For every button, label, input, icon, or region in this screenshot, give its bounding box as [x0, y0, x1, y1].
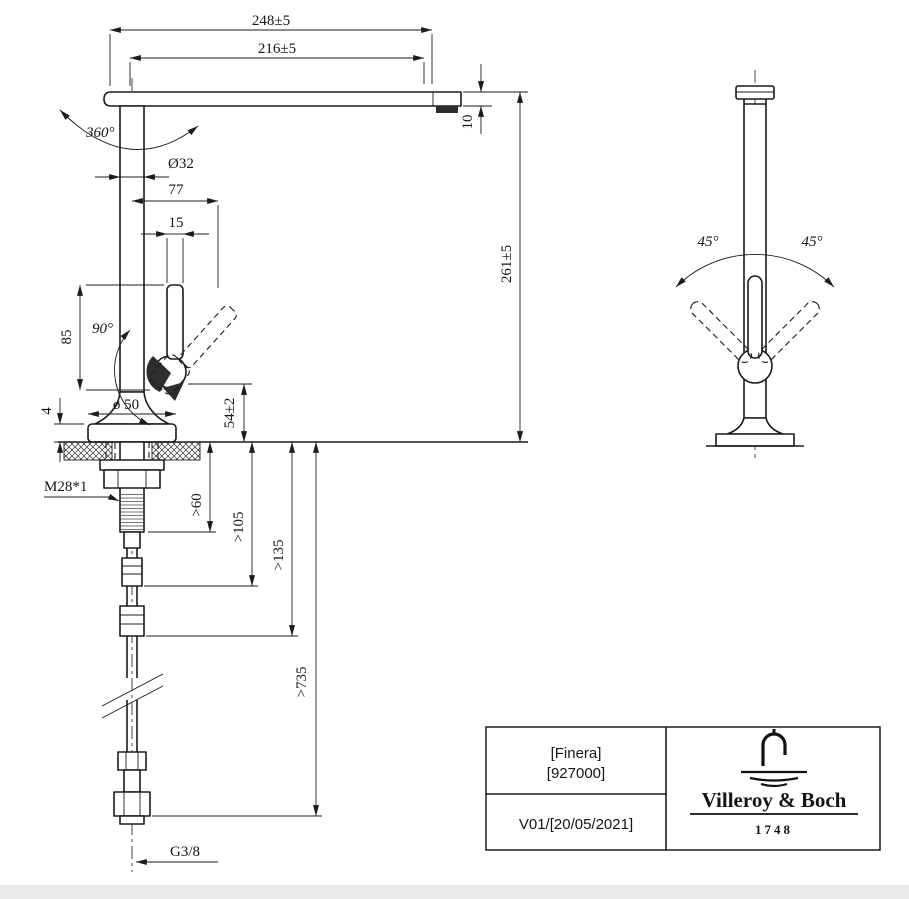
- washer: [99, 459, 165, 471]
- dim-handle-width-label: 15: [169, 215, 184, 231]
- base-plate-side: [715, 433, 795, 447]
- base-cone-side: [726, 417, 784, 435]
- handle-alt-position: [150, 305, 237, 395]
- dim-min-clearance-2-label: >105: [231, 512, 247, 543]
- revision-date: V01/[20/05/2021]: [519, 816, 633, 833]
- swivel-arc: [59, 109, 199, 150]
- dim-min-clearance-1-label: >60: [189, 493, 205, 516]
- dim-total-height-label: 261±5: [499, 245, 515, 283]
- mounting-hardware: [99, 441, 165, 533]
- spout: [103, 91, 462, 113]
- hose-coupling: [119, 605, 145, 637]
- break-symbol: [101, 685, 164, 719]
- dim-min-clearance-3-label: >135: [271, 540, 287, 571]
- dim-outlet-height-label: 54±2: [222, 398, 238, 429]
- title-block: [Finera] [927000] V01/[20/05/2021] Ville…: [485, 726, 881, 851]
- handle-lever-side: [747, 275, 763, 359]
- hose-nut: [117, 751, 147, 771]
- handle: [146, 284, 237, 401]
- product-name: [Finera]: [551, 745, 602, 762]
- dim-base-diameter-label: ø 50: [113, 397, 139, 413]
- dim-handle-offset-label: 77: [169, 182, 185, 198]
- handle-angle-arc: [114, 329, 151, 426]
- brand-year: 1748: [755, 822, 793, 837]
- mounting-stud: [148, 441, 159, 477]
- handle-swing-right: [758, 301, 820, 363]
- dim-mounting-thread-label: M28*1: [44, 479, 87, 495]
- dim-handle-length-label: 85: [59, 330, 75, 345]
- dim-swivel-angle-label: 360°: [85, 125, 115, 141]
- dim-hose-length-label: >735: [294, 667, 310, 698]
- spout-end-view: [735, 85, 775, 100]
- dim-spout-reach-label: 216±5: [258, 41, 296, 57]
- brand-name: Villeroy & Boch: [702, 788, 847, 812]
- g38-nut: [113, 791, 151, 817]
- dim-swing-left-label: 45°: [698, 234, 719, 250]
- mounting-nut: [103, 469, 161, 489]
- dimensions: 248±5 216±5 360° Ø32 77 15: [39, 13, 528, 866]
- dim-handle-angle-label: 90°: [92, 321, 113, 337]
- swing-arc: [675, 253, 835, 288]
- hose-coupling: [121, 557, 143, 587]
- side-view-drawing: 45° 45°: [675, 70, 835, 458]
- break-symbol: [101, 673, 164, 707]
- dim-overall-reach-label: 248±5: [252, 13, 290, 29]
- handle-swing-left: [690, 301, 752, 363]
- dim-body-diameter-label: Ø32: [168, 156, 194, 172]
- faucet-ripples-icon: [741, 729, 807, 788]
- footer-bar: [0, 885, 909, 899]
- mounting-stud: [105, 441, 116, 477]
- dim-swing-right-label: 45°: [802, 234, 823, 250]
- dim-base-plate-height-label: 4: [39, 407, 55, 415]
- title-block-border: [485, 726, 881, 851]
- dim-spout-thickness-label: 10: [460, 115, 476, 130]
- aerator: [436, 106, 458, 113]
- supply-hoses: [101, 531, 164, 825]
- dim-connection-thread-label: G3/8: [170, 844, 200, 860]
- product-code: [927000]: [547, 765, 605, 782]
- main-view-drawing: 248±5 216±5 360° Ø32 77 15: [39, 13, 528, 872]
- handle-lever: [166, 284, 184, 360]
